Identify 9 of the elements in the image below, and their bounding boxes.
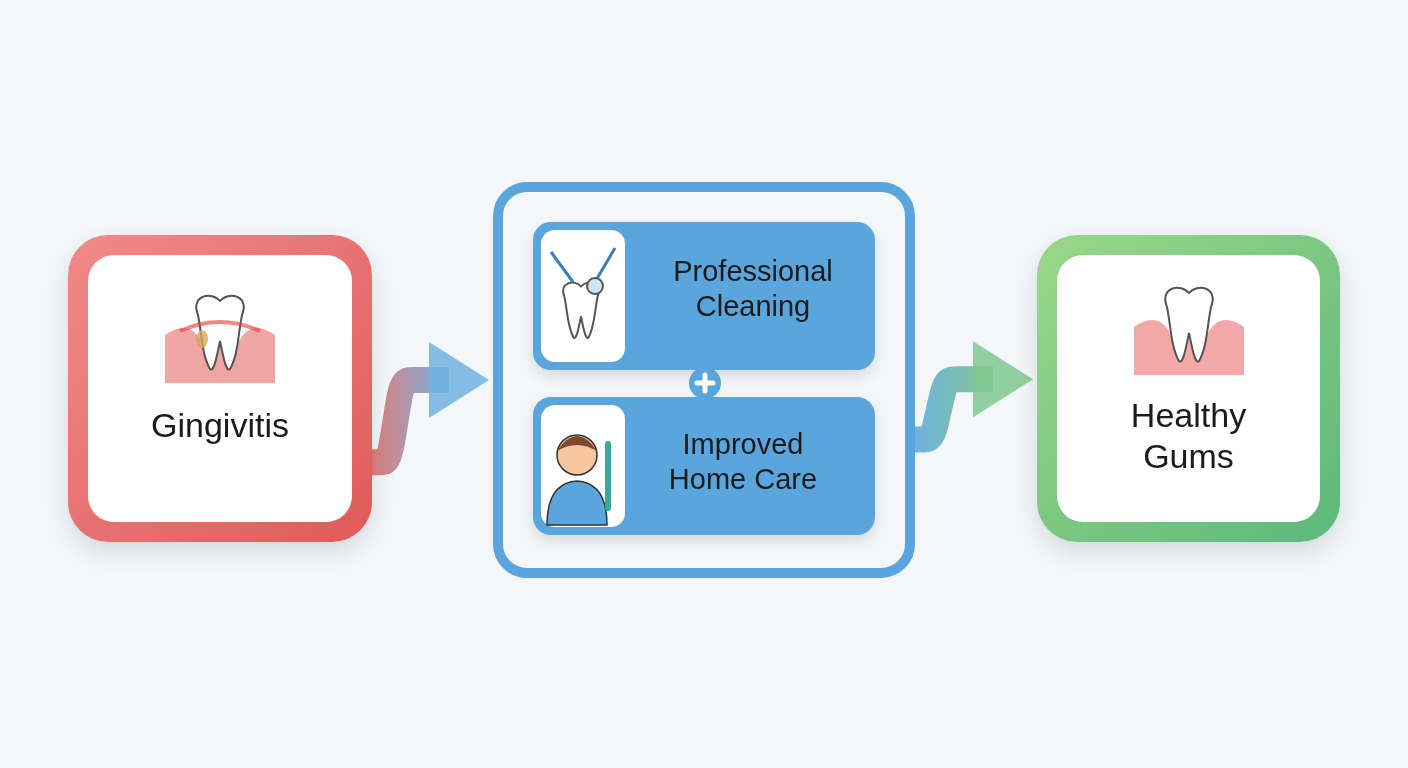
step-box	[533, 222, 875, 370]
step-box	[533, 397, 875, 535]
stage-card	[68, 235, 372, 542]
step-label: Professional Cleaning	[672, 254, 834, 324]
stage-card	[1037, 235, 1340, 542]
group-frame	[493, 182, 915, 578]
stage-label: Healthy Gums	[1129, 395, 1248, 477]
step-label: Improved Home Care	[667, 427, 819, 497]
stage-label: Gingivitis	[150, 405, 290, 446]
